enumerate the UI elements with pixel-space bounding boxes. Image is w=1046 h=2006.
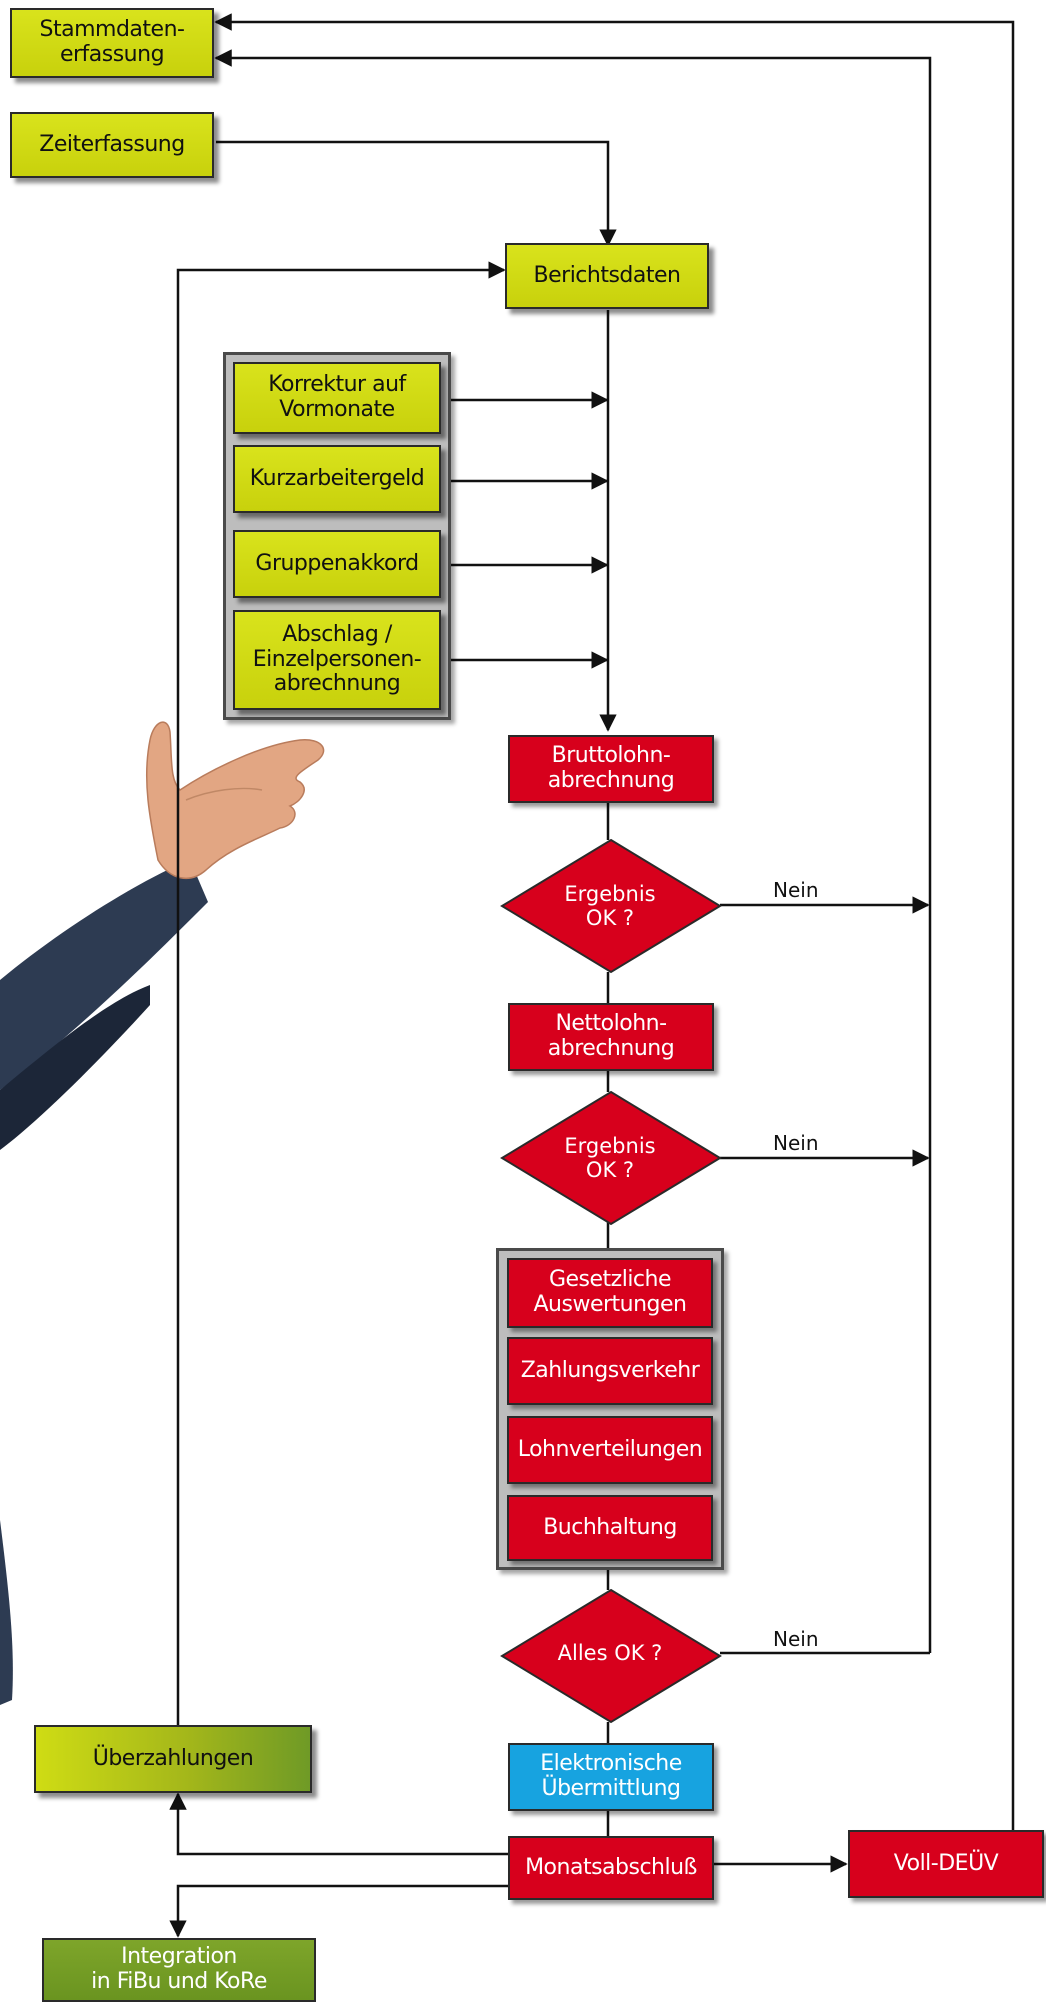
decision-2-diamond: [500, 1090, 722, 1226]
nein-label-3: Nein: [773, 1627, 819, 1651]
connector-monat-integration: [169, 1884, 510, 1938]
return-line-outer: [214, 13, 1015, 1830]
connector-zeit-bericht: [216, 140, 617, 247]
decision-3-label: Alles OK ?: [557, 1641, 663, 1666]
monatsabschluss-node: Monatsabschluß: [508, 1836, 714, 1900]
nein-label-2: Nein: [773, 1131, 819, 1155]
connector-monat-ueber: [169, 1792, 510, 1856]
nein-label-1: Nein: [773, 878, 819, 902]
gesetzliche-auswertungen-node: Gesetzliche Auswertungen: [507, 1258, 713, 1328]
elektronische-uebermittlung-node: Elektronische Übermittlung: [508, 1743, 714, 1811]
return-line-inner: [214, 49, 932, 1653]
decision-1-label: Ergebnis OK ?: [564, 882, 656, 930]
lohnverteilungen-node: Lohnverteilungen: [507, 1416, 713, 1484]
decision-3-diamond: [500, 1588, 722, 1724]
zeiterfassung-node: Zeiterfassung: [10, 112, 214, 178]
stammdaten-erfassung-node: Stammdaten- erfassung: [10, 8, 214, 78]
voll-deuev-node: Voll-DEÜV: [848, 1830, 1044, 1898]
ueberzahlungen-node: Überzahlungen: [34, 1725, 312, 1793]
gruppenakkord-node: Gruppenakkord: [233, 530, 441, 598]
kurzarbeitergeld-node: Kurzarbeitergeld: [233, 445, 441, 513]
integration-fibu-kore-node: Integration in FiBu und KoRe: [42, 1938, 316, 2002]
korrektur-vormonate-node: Korrektur auf Vormonate: [233, 362, 441, 434]
zahlungsverkehr-node: Zahlungsverkehr: [507, 1337, 713, 1405]
decision-2-label: Ergebnis OK ?: [564, 1134, 656, 1182]
abschlag-einzelpersonen-node: Abschlag / Einzelpersonen- abrechnung: [233, 610, 441, 710]
connector-ueber-bericht: [176, 261, 506, 1725]
berichtsdaten-node: Berichtsdaten: [505, 243, 709, 309]
decision-1-diamond: [500, 838, 722, 974]
nettolohn-abrechnung-node: Nettolohn- abrechnung: [508, 1003, 714, 1071]
bruttolohn-abrechnung-node: Bruttolohn- abrechnung: [508, 735, 714, 803]
buchhaltung-node: Buchhaltung: [507, 1495, 713, 1561]
